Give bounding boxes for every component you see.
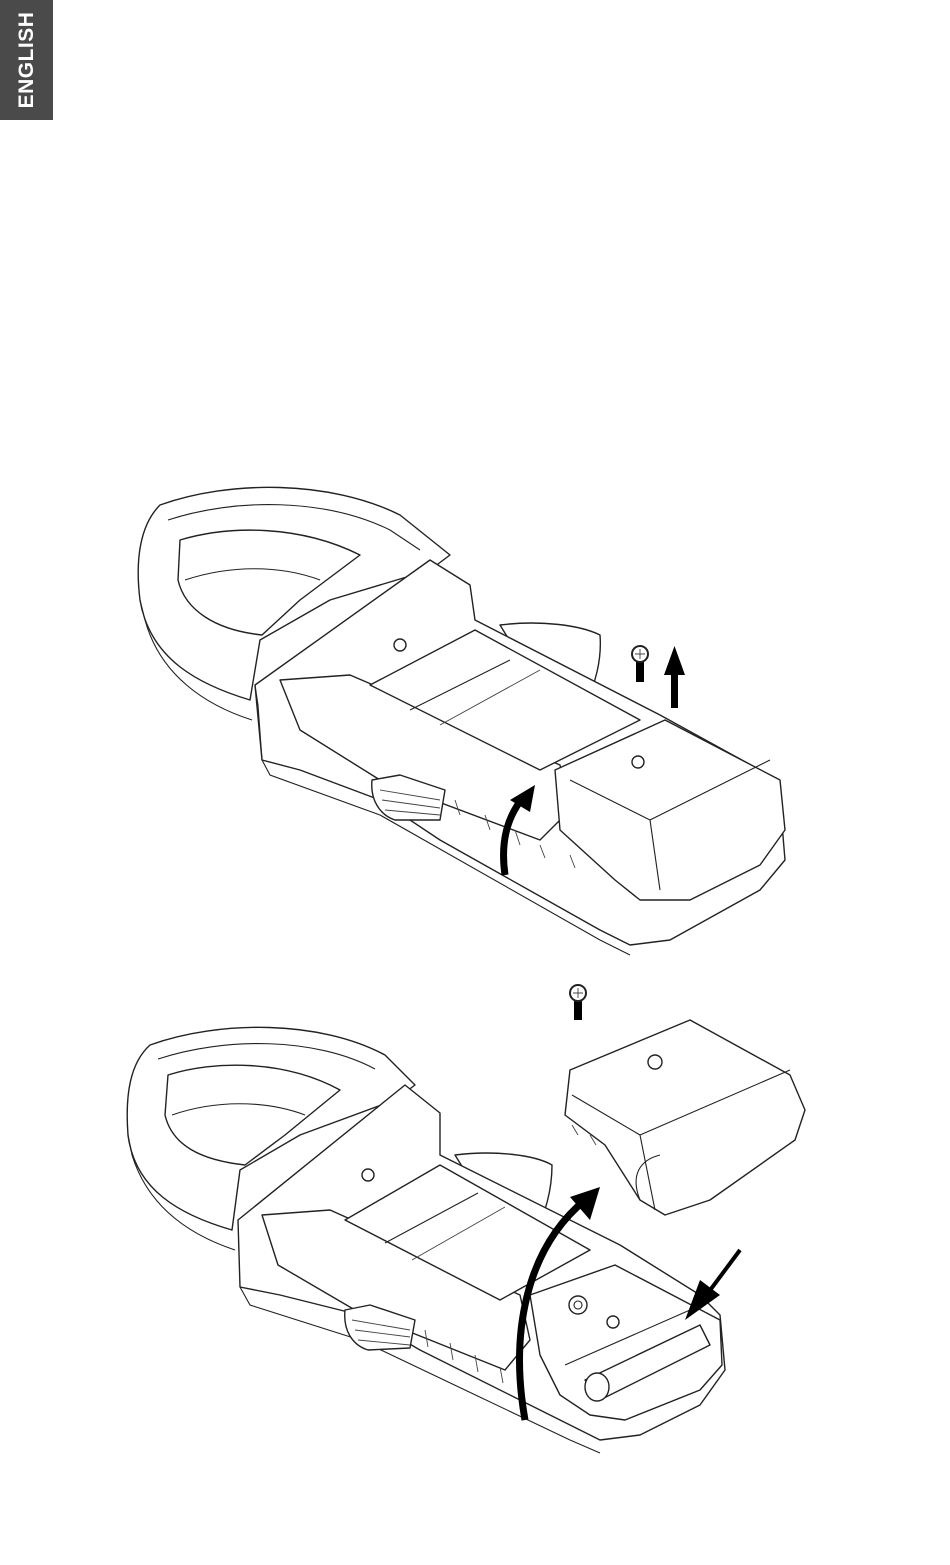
screw-hole	[362, 1169, 374, 1181]
cover-screw-hole	[632, 756, 644, 768]
up-arrow-icon	[664, 646, 685, 708]
figure-cover-removed	[0, 975, 950, 1455]
screw-icon	[632, 646, 648, 682]
clamp-meter-illustration-top	[0, 470, 950, 960]
figure-remove-screw	[0, 470, 950, 960]
battery-end	[585, 1373, 609, 1401]
cover-arrow-head	[570, 1187, 600, 1220]
screw-icon	[570, 985, 586, 1020]
battery-cover-removed	[565, 1020, 805, 1215]
clamp-meter-illustration-bottom	[0, 975, 950, 1455]
compartment-hole	[607, 1316, 619, 1328]
language-tab: ENGLISH	[0, 0, 53, 120]
compartment-screw-post	[569, 1296, 587, 1314]
language-tab-label: ENGLISH	[15, 12, 39, 109]
screw-hole	[394, 639, 406, 651]
cover-screw-hole	[648, 1055, 662, 1069]
